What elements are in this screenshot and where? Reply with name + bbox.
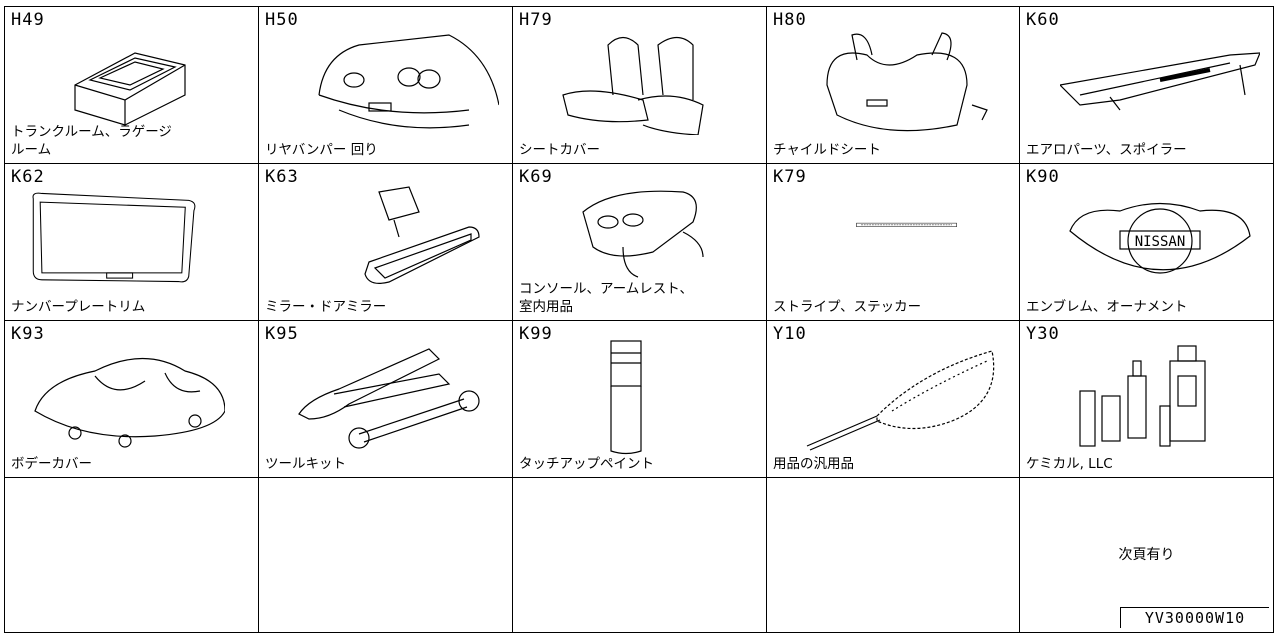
grid-divider bbox=[1019, 7, 1020, 632]
part-label: ミラー・ドアミラー bbox=[265, 299, 387, 315]
part-cell-k62[interactable]: K62 ナンバープレートリム bbox=[5, 164, 258, 320]
grid-divider bbox=[5, 163, 1273, 164]
grid-divider bbox=[258, 7, 259, 632]
part-label: ツールキット bbox=[265, 456, 346, 472]
grid-divider bbox=[512, 7, 513, 632]
part-cell-k93[interactable]: K93 ボデーカバー bbox=[5, 321, 258, 477]
seat-cover-icon bbox=[562, 36, 704, 135]
body-cover-icon bbox=[34, 357, 225, 448]
child-seat-icon bbox=[826, 32, 988, 132]
part-label: シートカバー bbox=[519, 142, 600, 158]
part-label: エアロパーツ、スポイラー bbox=[1026, 142, 1187, 158]
part-cell-y30[interactable]: Y30 ケミカル, LLC bbox=[1020, 321, 1273, 477]
part-label: ナンバープレートリム bbox=[11, 299, 146, 315]
part-code: H49 bbox=[11, 10, 45, 30]
part-cell-h49[interactable]: H49 トランクルーム、ラゲージ ルーム bbox=[5, 7, 258, 163]
grid-divider bbox=[5, 477, 1273, 478]
spoiler-icon bbox=[1060, 52, 1260, 111]
part-cell-k69[interactable]: K69 コンソール、アームレスト、 室内用品 bbox=[513, 164, 766, 320]
next-page-cell: 次頁有り bbox=[1020, 478, 1273, 634]
part-label: チャイルドシート bbox=[773, 142, 881, 158]
part-code: H79 bbox=[519, 10, 553, 30]
part-cell-k63[interactable]: K63 ミラー・ドアミラー bbox=[259, 164, 512, 320]
part-code: Y30 bbox=[1026, 324, 1060, 344]
part-code: K69 bbox=[519, 167, 553, 187]
rear-bumper-icon bbox=[318, 34, 499, 129]
part-label: コンソール、アームレスト、 室内用品 bbox=[519, 281, 694, 315]
part-code: K90 bbox=[1026, 167, 1060, 187]
part-cell-h79[interactable]: H79 シートカバー bbox=[513, 7, 766, 163]
grid-divider bbox=[766, 7, 767, 632]
tool-kit-icon bbox=[298, 348, 480, 449]
part-label: トランクルーム、ラゲージ ルーム bbox=[11, 124, 172, 158]
part-code: H50 bbox=[265, 10, 299, 30]
part-cell-k90[interactable]: K90 NISSAN エンブレム、オーナメント bbox=[1020, 164, 1273, 320]
svg-text:NISSAN: NISSAN bbox=[1135, 234, 1186, 250]
trunk-box-icon bbox=[74, 52, 186, 126]
part-label: 用品の汎用品 bbox=[773, 456, 854, 472]
part-code: Y10 bbox=[773, 324, 807, 344]
part-code: K62 bbox=[11, 167, 45, 187]
part-code: K79 bbox=[773, 167, 807, 187]
part-code: K93 bbox=[11, 324, 45, 344]
next-page-note: 次頁有り bbox=[1118, 547, 1175, 563]
part-label: ストライプ、ステッカー bbox=[773, 299, 922, 315]
stripe-icon bbox=[856, 222, 957, 227]
part-code: K63 bbox=[265, 167, 299, 187]
part-code: K99 bbox=[519, 324, 553, 344]
part-code: K60 bbox=[1026, 10, 1060, 30]
duster-icon bbox=[806, 350, 995, 451]
plate-rim-icon bbox=[32, 192, 196, 283]
console-icon bbox=[582, 190, 704, 278]
part-label: タッチアップペイント bbox=[519, 456, 654, 472]
chemical-bottles-icon bbox=[1079, 345, 1206, 447]
parts-grid: H49 トランクルーム、ラゲージ ルーム H50 リヤバンパー 回り H79 シ… bbox=[4, 6, 1274, 633]
part-cell-k95[interactable]: K95 ツールキット bbox=[259, 321, 512, 477]
emblem-icon: NISSAN bbox=[1069, 202, 1251, 274]
part-cell-k99[interactable]: K99 タッチアップペイント bbox=[513, 321, 766, 477]
grid-divider bbox=[5, 320, 1273, 321]
part-label: ケミカル, LLC bbox=[1026, 456, 1113, 472]
part-cell-k79[interactable]: K79 ストライプ、ステッカー bbox=[767, 164, 1020, 320]
part-code: K95 bbox=[265, 324, 299, 344]
part-label: リヤバンパー 回り bbox=[265, 142, 378, 158]
part-label: エンブレム、オーナメント bbox=[1026, 299, 1188, 315]
mirror-icon bbox=[364, 186, 480, 284]
part-cell-h80[interactable]: H80 チャイルドシート bbox=[767, 7, 1020, 163]
part-cell-h50[interactable]: H50 リヤバンパー 回り bbox=[259, 7, 512, 163]
figure-code: YV30000W10 bbox=[1120, 607, 1269, 628]
touch-up-paint-icon bbox=[610, 340, 642, 455]
part-cell-y10[interactable]: Y10 用品の汎用品 bbox=[767, 321, 1020, 477]
part-code: H80 bbox=[773, 10, 807, 30]
part-cell-k60[interactable]: K60 エアロパーツ、スポイラー bbox=[1020, 7, 1273, 163]
part-label: ボデーカバー bbox=[11, 456, 92, 472]
